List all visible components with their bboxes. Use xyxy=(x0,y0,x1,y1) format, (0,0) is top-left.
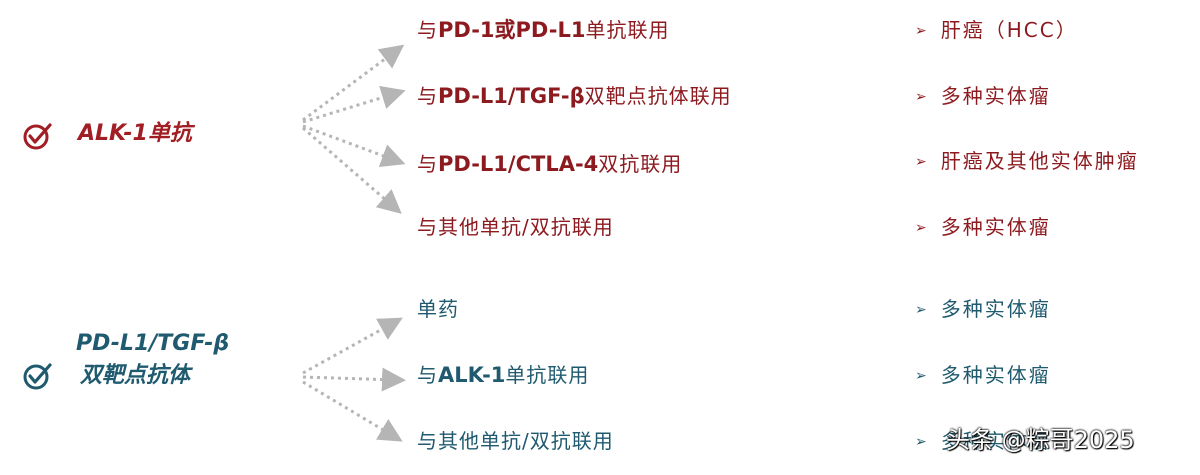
watermark: 头条 @粽哥2025 xyxy=(946,426,1135,454)
check-circle-icon xyxy=(23,123,52,150)
combo-2-3: 与其他单抗/双抗联用 xyxy=(417,429,614,453)
branch-arrows-group-1 xyxy=(302,44,406,214)
combo-1-1: 与PD-1或PD-L1单抗联用 xyxy=(417,18,670,42)
arrow-bullet-icon: ➢ xyxy=(915,302,929,318)
outcome-1-2: ➢多种实体瘤 xyxy=(915,84,1051,108)
combo-1-4: 与其他单抗/双抗联用 xyxy=(417,215,614,239)
arrow-bullet-icon: ➢ xyxy=(915,368,929,384)
combo-2-2: 与ALK-1单抗联用 xyxy=(417,363,590,387)
arrow-bullet-icon: ➢ xyxy=(915,89,929,105)
arrow-2-3 xyxy=(302,380,403,442)
check-circle-icon xyxy=(23,363,52,390)
branch-arrows-group-2 xyxy=(302,317,406,442)
combo-2-1: 单药 xyxy=(417,297,459,321)
outcome-2-2: ➢多种实体瘤 xyxy=(915,363,1051,387)
arrow-bullet-icon: ➢ xyxy=(915,154,929,170)
arrow-1-1 xyxy=(302,44,405,122)
source-label-bispecific: 双靶点抗体 xyxy=(80,363,191,388)
arrow-1-3 xyxy=(302,124,406,168)
outcome-2-1: ➢多种实体瘤 xyxy=(915,297,1051,321)
arrow-1-2 xyxy=(302,85,406,124)
combo-1-3: 与PD-L1/CTLA-4双抗联用 xyxy=(417,152,683,176)
arrow-2-2 xyxy=(302,367,406,392)
outcome-1-1: ➢肝癌（HCC） xyxy=(915,18,1078,42)
arrow-bullet-icon: ➢ xyxy=(915,434,929,450)
arrow-1-4 xyxy=(302,126,402,214)
outcome-1-4: ➢多种实体瘤 xyxy=(915,215,1051,239)
combo-1-2: 与PD-L1/TGF-β双靶点抗体联用 xyxy=(417,84,732,108)
outcome-1-3: ➢肝癌及其他实体肿瘤 xyxy=(915,149,1139,173)
source-label-alk1: ALK-1单抗 xyxy=(78,121,192,146)
arrow-bullet-icon: ➢ xyxy=(915,220,929,236)
arrow-2-1 xyxy=(302,317,403,375)
outcome-2-3: ➢多种实体瘤 xyxy=(915,429,1051,453)
source-label-pdl1-tgfb: PD-L1/TGF-β xyxy=(76,331,230,356)
arrow-bullet-icon: ➢ xyxy=(915,23,929,39)
